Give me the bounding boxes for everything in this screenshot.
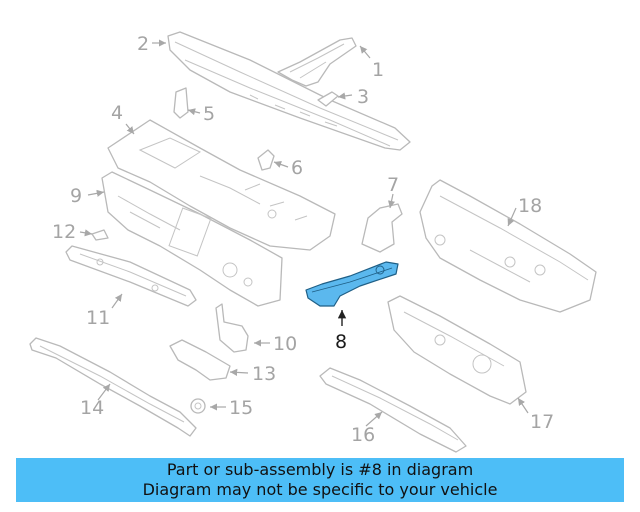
callout-9: 9 xyxy=(70,185,82,207)
callout-4: 4 xyxy=(111,102,123,124)
callout-1: 1 xyxy=(372,59,384,81)
part-11-reinforcement xyxy=(65,245,197,307)
callout-6: 6 xyxy=(291,157,303,179)
leader-lines xyxy=(79,39,529,427)
part-1-bracket xyxy=(277,37,357,87)
callout-2: 2 xyxy=(137,33,149,55)
part-7-bracket xyxy=(361,203,403,253)
info-banner: Part or sub-assembly is #8 in diagram Di… xyxy=(16,458,624,502)
callout-7: 7 xyxy=(387,174,399,196)
banner-line-2: Diagram may not be specific to your vehi… xyxy=(142,480,498,499)
part-14-rail xyxy=(29,337,197,437)
part-9-dash-lower xyxy=(101,171,283,307)
part-10-bracket xyxy=(215,303,249,353)
callout-12: 12 xyxy=(52,221,76,243)
callout-14: 14 xyxy=(80,397,104,419)
callout-13: 13 xyxy=(252,363,276,385)
part-18-panel xyxy=(419,179,597,313)
part-5-bracket xyxy=(173,87,189,119)
parts-diagram: 2 1 3 5 4 6 7 9 12 11 10 8 13 14 15 16 1… xyxy=(29,31,597,453)
part-12-clip xyxy=(91,229,109,241)
part-13-bracket xyxy=(169,339,231,381)
part-4-dash-upper xyxy=(107,119,336,251)
callout-labels: 2 1 3 5 4 6 7 9 12 11 10 8 13 14 15 16 1… xyxy=(52,33,554,446)
part-15-nut xyxy=(190,398,206,414)
callout-18: 18 xyxy=(518,195,542,217)
part-2-cowl-top-panel xyxy=(167,31,411,151)
part-6-bracket xyxy=(257,149,275,171)
callout-5: 5 xyxy=(203,103,215,125)
part-17-reinforcement xyxy=(387,295,527,405)
callout-15: 15 xyxy=(229,397,253,419)
callout-16: 16 xyxy=(351,424,375,446)
callout-10: 10 xyxy=(273,333,297,355)
callout-8: 8 xyxy=(335,331,347,353)
callout-17: 17 xyxy=(530,411,554,433)
part-16-rail xyxy=(319,367,467,453)
banner-line-1: Part or sub-assembly is #8 in diagram xyxy=(166,460,474,479)
part-8-highlighted-bracket xyxy=(305,261,399,307)
callout-11: 11 xyxy=(86,307,110,329)
callout-3: 3 xyxy=(357,86,369,108)
